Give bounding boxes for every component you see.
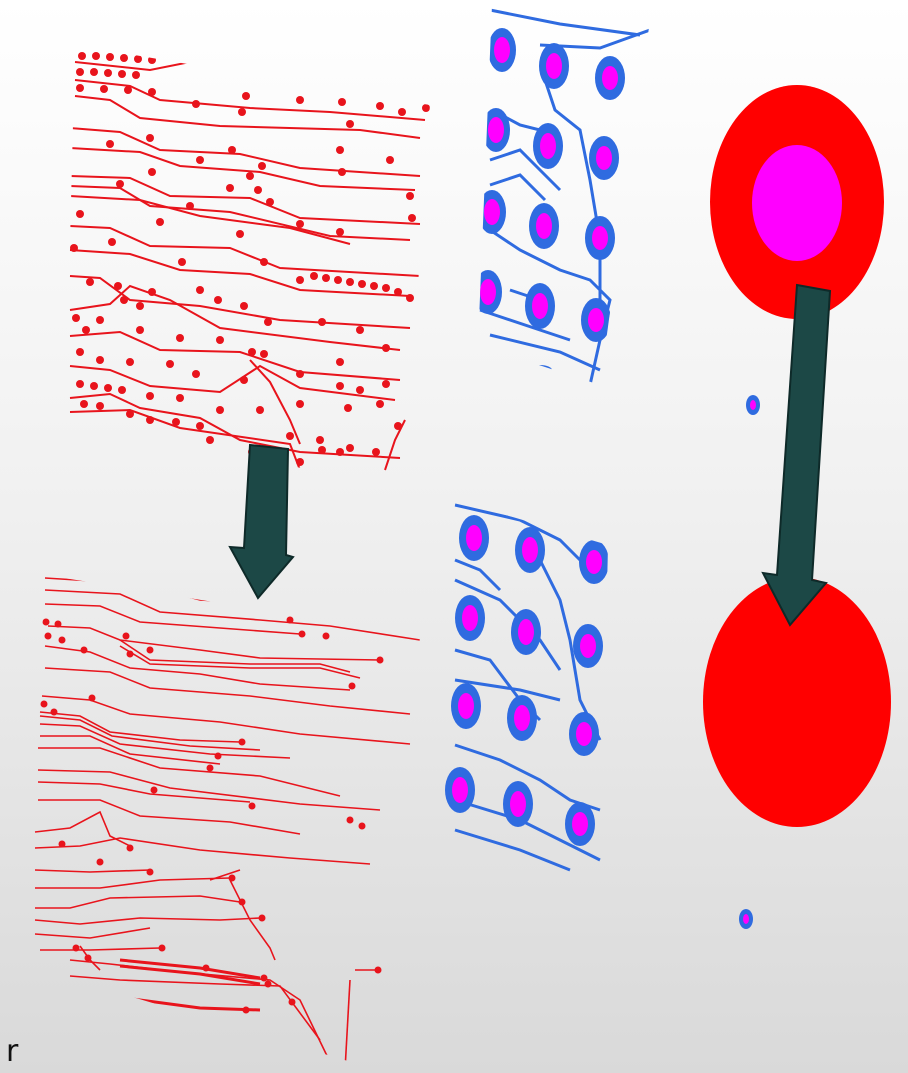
- pad-grid-top-pads: [478, 28, 625, 375]
- dense-traces: [69, 60, 430, 471]
- dense-pads: [70, 52, 430, 466]
- small-via-top: [746, 395, 760, 415]
- dense-trace-layer: [69, 52, 430, 471]
- pad-grid-top: [478, 8, 650, 385]
- pad-before: [710, 85, 884, 319]
- arrow-down-icon: [228, 443, 295, 600]
- reduced-trace-layer: [34, 577, 420, 1071]
- small-via-bottom: [739, 909, 753, 929]
- reduced-traces: [34, 577, 420, 1071]
- reduced-pads: [40, 616, 384, 1014]
- arrow-down-right-icon: [761, 283, 832, 627]
- pad-grid-bottom: [445, 503, 608, 886]
- pad-grid-bottom-pads: [445, 515, 608, 886]
- corner-text: r: [6, 1034, 19, 1069]
- pad-after: [703, 577, 891, 827]
